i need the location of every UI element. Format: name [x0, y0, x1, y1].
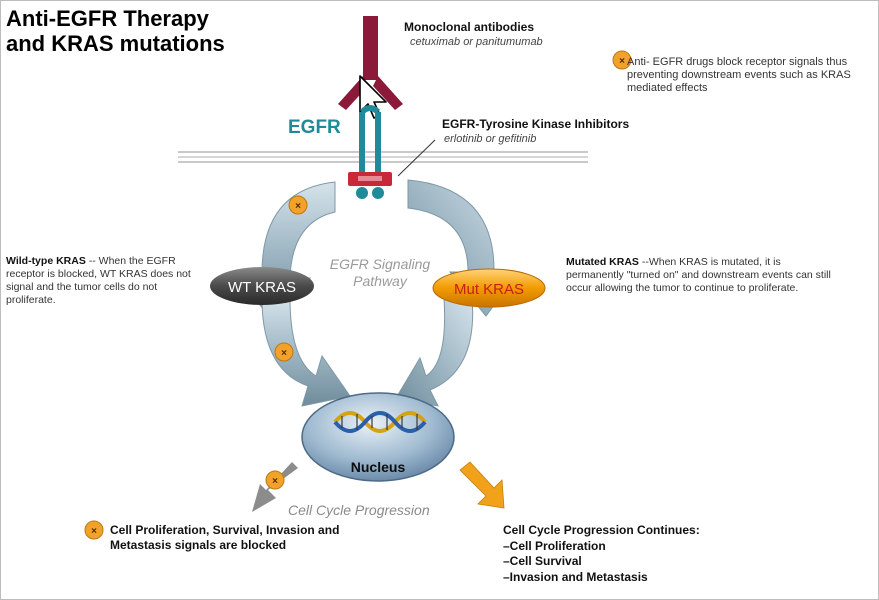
tki-title: EGFR-Tyrosine Kinase Inhibitors	[442, 117, 630, 131]
svg-text:×: ×	[272, 476, 278, 487]
blocked-signals-text: Cell Proliferation, Survival, Invasion a…	[110, 523, 340, 552]
block-badge-icon: ×	[612, 50, 632, 70]
block-badge-icon: ×	[84, 520, 104, 540]
mut-kras-description: Mutated KRAS --When KRAS is mutated, it …	[566, 256, 834, 295]
tki-examples: erlotinib or gefitinib	[444, 133, 537, 145]
anti-egfr-note: Anti- EGFR drugs block receptor signals …	[627, 56, 851, 94]
cell-membrane	[178, 151, 588, 163]
wt-kras-lead: Wild-type KRAS	[6, 255, 86, 267]
svg-text:×: ×	[295, 201, 301, 212]
continues-item: –Invasion and Metastasis	[503, 569, 648, 584]
mut-kras-text: --When KRAS is mutated, it is permanentl…	[566, 256, 831, 294]
mut-kras-label: Mut KRAS	[454, 281, 524, 298]
egfr-receptor-icon	[348, 105, 392, 199]
wt-kras-label: WT KRAS	[228, 279, 296, 296]
cycle-progression-label: Cell Cycle Progression	[288, 502, 430, 518]
nucleus-label: Nucleus	[351, 459, 406, 475]
svg-text:×: ×	[619, 56, 625, 67]
pathway-label: EGFR Signaling Pathway	[329, 256, 431, 289]
svg-text:×: ×	[281, 348, 287, 359]
continues-block: Cell Cycle Progression Continues: –Cell …	[503, 523, 803, 585]
wt-kras-oval	[210, 267, 314, 305]
mut-kras-lead: Mutated KRAS	[566, 256, 639, 268]
mut-kras-oval	[432, 268, 546, 308]
title-line-2: and KRAS mutations	[6, 31, 225, 56]
continues-title: Cell Cycle Progression Continues:	[503, 523, 700, 537]
antibodies-examples: cetuximab or panitumumab	[410, 36, 543, 48]
blocked-arrow	[252, 462, 298, 512]
nucleus-icon	[301, 392, 455, 482]
title-line-1: Anti-EGFR Therapy	[6, 6, 209, 31]
block-badge-icon: ×	[288, 195, 308, 215]
antibodies-title: Monoclonal antibodies	[404, 20, 535, 34]
continues-arrow	[459, 461, 505, 509]
block-badge-icon: ×	[274, 342, 294, 362]
egfr-label: EGFR	[288, 117, 341, 138]
tki-pointer	[397, 139, 436, 177]
right-nucleus-arrow	[395, 297, 474, 407]
diagram-title: Anti-EGFR Therapy and KRAS mutations	[6, 6, 225, 56]
wt-kras-description: Wild-type KRAS -- When the EGFR receptor…	[6, 255, 196, 307]
continues-item: –Cell Proliferation	[503, 538, 606, 553]
wt-kras-text: -- When the EGFR receptor is blocked, WT…	[6, 255, 191, 306]
continues-item: –Cell Survival	[503, 554, 582, 568]
block-badge-icon: ×	[265, 470, 285, 490]
svg-text:×: ×	[91, 526, 97, 537]
